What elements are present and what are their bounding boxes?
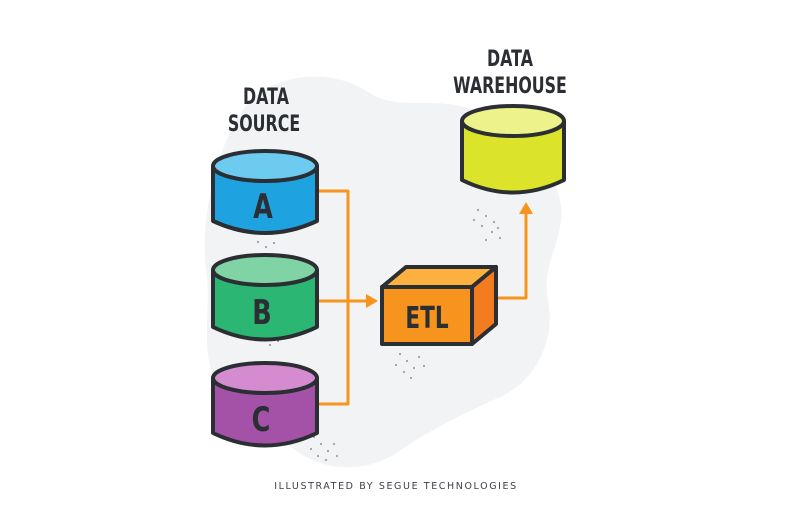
arrowhead-warehouse	[519, 202, 533, 214]
data-source-a-cylinder: A	[211, 149, 319, 235]
connector-c	[318, 301, 350, 406]
data-source-b-cylinder: B	[211, 253, 319, 342]
speckle-dots	[256, 208, 502, 462]
etl-box-front	[380, 285, 474, 346]
data-source-title-line1: DATA	[243, 83, 289, 109]
source-a-label: A	[253, 187, 273, 227]
data-warehouse-title-line1: DATA	[487, 45, 533, 71]
connector-etl-warehouse	[496, 212, 528, 300]
source-b-label: B	[252, 293, 271, 333]
etl-label: ETL	[405, 302, 448, 336]
data-source-title-line2: SOURCE	[228, 110, 300, 136]
connector-lines	[318, 189, 528, 406]
etl-box	[380, 265, 498, 346]
illustration-credit: ILLUSTRATED BY SEGUE TECHNOLOGIES	[274, 481, 518, 492]
data-source-c-cylinder: C	[211, 361, 319, 448]
data-warehouse-cylinder	[460, 104, 566, 195]
arrowhead-etl	[366, 294, 378, 308]
data-warehouse-title-line2: WAREHOUSE	[453, 72, 567, 98]
source-c-label: C	[252, 400, 271, 440]
connector-a	[318, 189, 350, 301]
